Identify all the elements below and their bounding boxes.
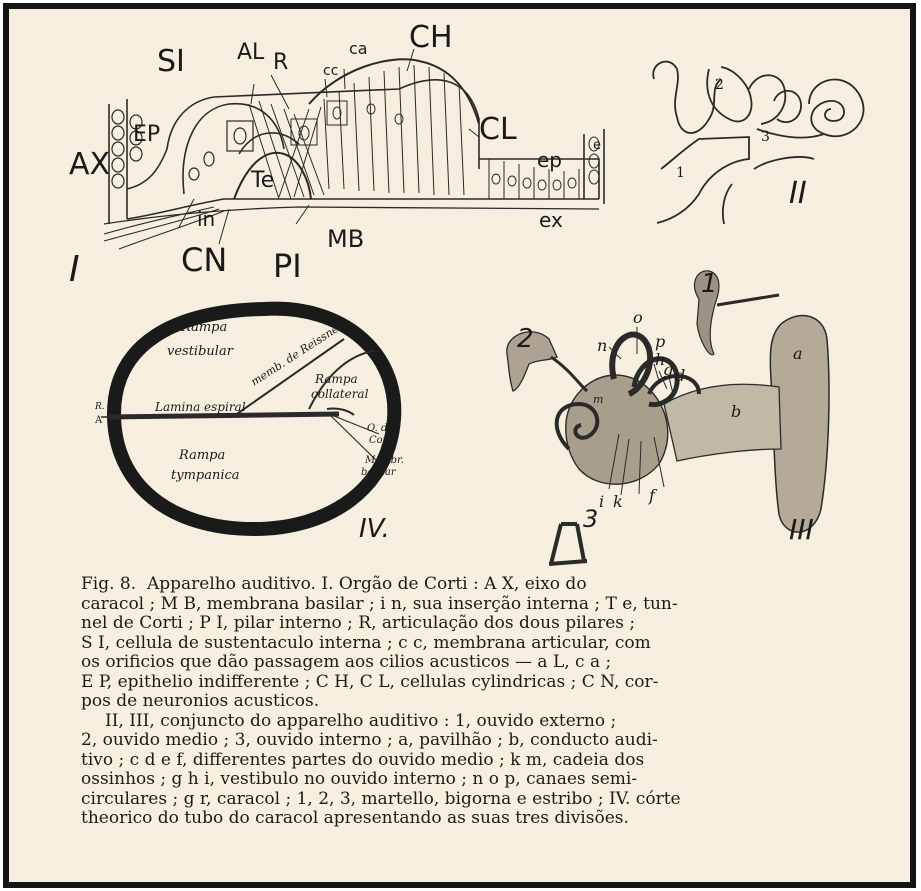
label-rampa-tympanica-2: tympanica xyxy=(171,468,240,483)
label-ep-upper: EP xyxy=(133,122,160,147)
label-al: AL xyxy=(237,40,265,65)
caption-line: 2, ouvido medio ; 3, ouvido interno ; a,… xyxy=(81,731,881,751)
label-roman-iii: III xyxy=(789,513,814,546)
label-cc: cc xyxy=(323,63,338,79)
label-cl: CL xyxy=(479,112,517,147)
label-m: m xyxy=(593,393,603,406)
label-corti-1: O. do xyxy=(367,423,393,434)
caption-line: caracol ; M B, membrana basilar ; i n, s… xyxy=(81,595,881,615)
label-ossicle-3: 3 xyxy=(583,505,598,533)
caption-line: II, III, conjuncto do apparelho auditivo… xyxy=(81,712,881,732)
caption-line: E P, epithelio indifferente ; C H, C L, … xyxy=(81,673,881,693)
label-ca: ca xyxy=(349,39,368,58)
label-rampa-vestibular-2: vestibular xyxy=(167,344,234,359)
label-g: g xyxy=(663,360,673,379)
caption-line: pos de neuronios acusticos. xyxy=(81,692,881,712)
label-rampa-collateral-1: Rampa xyxy=(314,372,358,386)
label-roman-iv: IV. xyxy=(359,514,390,544)
panel-apparatus xyxy=(507,271,829,564)
label-roman-ii: II xyxy=(789,176,807,211)
label-ossicle-1: 1 xyxy=(701,269,718,299)
label-b: b xyxy=(731,402,741,421)
caption-line: theorico do tubo do caracol apresentando… xyxy=(81,809,881,829)
label-a: a xyxy=(793,344,803,363)
label-si: SI xyxy=(157,44,185,79)
label-ossicle-2: 2 xyxy=(517,324,534,354)
label-r: R xyxy=(273,50,288,75)
label-ax: AX xyxy=(69,147,110,182)
label-ex: ex xyxy=(539,208,563,232)
label-i: i xyxy=(599,492,604,511)
label-ear-1: 1 xyxy=(676,165,685,181)
label-a-point: A xyxy=(94,415,103,426)
label-f: f xyxy=(648,486,658,505)
label-roman-i: I xyxy=(69,249,80,290)
label-ch: CH xyxy=(409,20,453,55)
caption-line: tivo ; c d e f, differentes partes do ou… xyxy=(81,751,881,771)
caption-line: os orificios que dão passagem aos cilios… xyxy=(81,653,881,673)
label-r-point: R. xyxy=(94,402,105,412)
panel-organ-of-corti-labels: SI AL R cc ca CH EP AX Te CL ep e in CN … xyxy=(69,20,601,290)
caption-line: S I, cellula de sustentaculo interna ; c… xyxy=(81,634,881,654)
panel-cochlea-section xyxy=(101,309,394,529)
label-rampa-tympanica-1: Rampa xyxy=(178,448,225,463)
label-ep-lower: ep xyxy=(537,148,562,172)
label-e-small: e xyxy=(593,138,601,153)
label-lamina-espiral: Lamina espiral xyxy=(154,400,246,414)
figure-frame: SI AL R cc ca CH EP AX Te CL ep e in CN … xyxy=(3,3,916,888)
label-in: in xyxy=(197,207,215,231)
figure-caption: Fig. 8. Apparelho auditivo. I. Orgão de … xyxy=(81,575,881,829)
label-cn: CN xyxy=(181,241,227,279)
caption-line: Fig. 8. Apparelho auditivo. I. Orgão de … xyxy=(81,575,881,595)
label-k: k xyxy=(613,492,623,511)
panel-whole-ear-labels: 1 2 3 II xyxy=(676,77,807,211)
label-membr-basilar-1: Membr. xyxy=(364,455,404,466)
label-n: n xyxy=(597,336,607,355)
caption-line: circulares ; g r, caracol ; 1, 2, 3, mar… xyxy=(81,790,881,810)
label-rampa-collateral-2: collateral xyxy=(311,387,369,401)
label-membr-basilar-2: basilar xyxy=(361,467,397,478)
panel-whole-ear xyxy=(653,62,863,224)
label-o: o xyxy=(633,308,643,327)
caption-line: ossinhos ; g h i, vestibulo no ouvido in… xyxy=(81,770,881,790)
label-ear-2: 2 xyxy=(715,77,724,93)
figure-illustrations: SI AL R cc ca CH EP AX Te CL ep e in CN … xyxy=(9,9,910,569)
label-rampa-vestibular-1: Rampa xyxy=(180,320,227,335)
label-pi: PI xyxy=(273,247,302,285)
caption-line: nel de Corti ; P I, pilar interno ; R, a… xyxy=(81,614,881,634)
label-ear-3: 3 xyxy=(761,129,770,145)
label-corti-2: Corti xyxy=(369,435,395,446)
label-te: Te xyxy=(250,168,274,193)
label-mb: MB xyxy=(327,225,364,253)
label-p: p xyxy=(655,332,665,351)
panel-organ-of-corti xyxy=(104,49,604,249)
label-d: d xyxy=(675,366,685,385)
